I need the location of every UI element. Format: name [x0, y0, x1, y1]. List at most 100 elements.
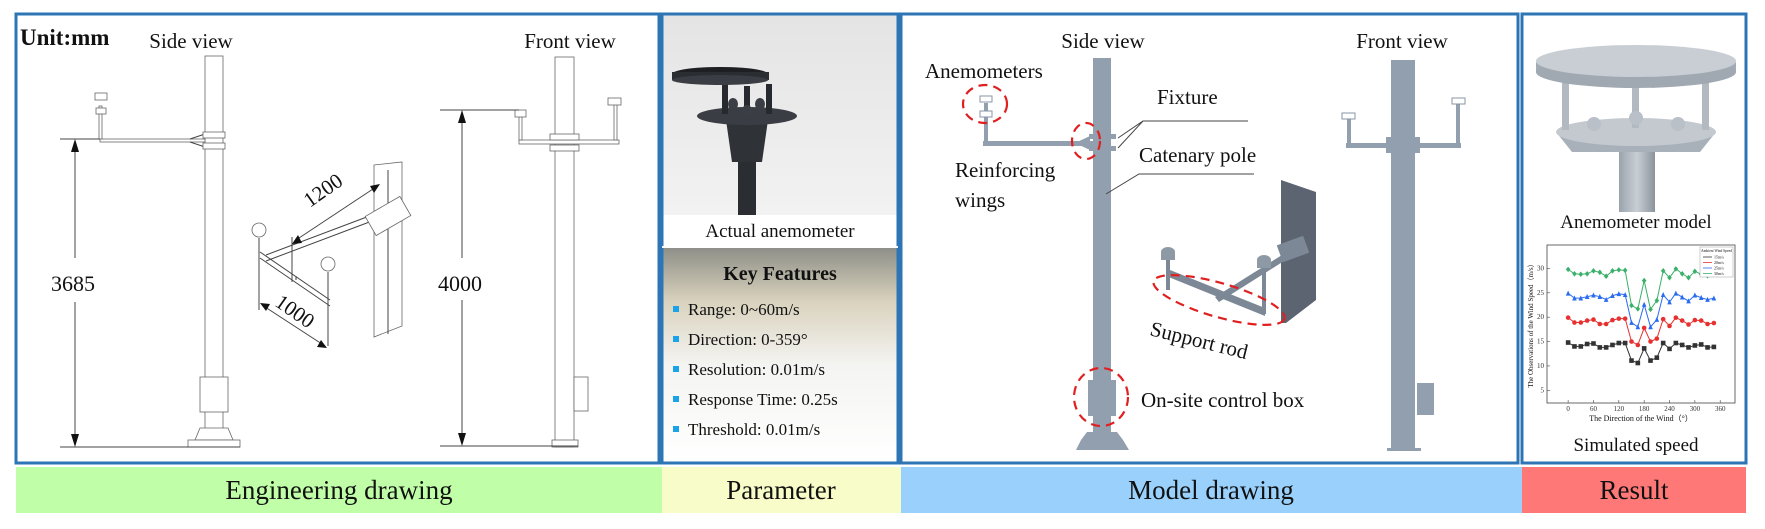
data-point — [1673, 266, 1679, 272]
label-engineering-drawing: Engineering drawing — [225, 475, 452, 505]
y-tick-label: 15 — [1537, 338, 1545, 346]
front-view-title: Front view — [524, 29, 616, 53]
data-point — [1698, 294, 1704, 300]
data-point — [1578, 344, 1584, 349]
data-point — [1597, 269, 1603, 276]
control-box-highlight — [1072, 366, 1130, 428]
data-point — [1692, 292, 1698, 298]
data-point — [1616, 340, 1622, 346]
model-side-pole — [979, 58, 1129, 450]
data-point — [1692, 317, 1698, 323]
feature-item: Threshold: 0.01m/s — [688, 420, 820, 439]
model-control-box — [1088, 380, 1116, 416]
data-point — [1597, 293, 1603, 299]
data-point — [1667, 346, 1672, 352]
data-point — [1591, 317, 1596, 322]
features-title: Key Features — [723, 263, 837, 285]
data-point — [1603, 321, 1609, 327]
data-point — [1648, 358, 1653, 363]
fixture-leader-line — [1117, 120, 1248, 149]
x-tick-label: 0 — [1566, 405, 1570, 413]
data-point — [1673, 340, 1679, 346]
data-point — [1565, 266, 1571, 273]
data-point — [1686, 322, 1691, 327]
data-point — [1584, 318, 1590, 323]
fixture-label: Fixture — [1157, 85, 1218, 109]
anemometer-icon — [94, 92, 108, 101]
data-point — [1711, 344, 1717, 350]
feature-item: Response Time: 0.25s — [688, 390, 838, 409]
series-line-20m/s — [1567, 317, 1714, 346]
data-point — [1572, 320, 1577, 325]
bullet-icon — [673, 426, 679, 432]
series-line-15m/s — [1567, 342, 1714, 364]
data-point — [1711, 320, 1717, 326]
label-result: Result — [1599, 475, 1669, 505]
side-view-title: Side view — [149, 29, 233, 53]
panel-border — [1520, 12, 1748, 465]
legend-entry: 25m/s — [1714, 266, 1724, 271]
data-point — [1648, 339, 1653, 344]
control-box-drawing — [199, 376, 229, 413]
data-point — [1597, 345, 1603, 350]
model-front-pole — [1341, 60, 1466, 451]
data-point — [1572, 295, 1577, 301]
anemometer-photo-shape — [672, 67, 797, 215]
data-point — [1667, 274, 1672, 281]
legend-entry: 15m/s — [1714, 255, 1724, 260]
data-point — [1692, 343, 1698, 348]
model-front-control-box — [1417, 383, 1434, 415]
data-point — [1686, 274, 1691, 281]
label-bg-model — [901, 467, 1522, 513]
data-point — [1692, 268, 1698, 275]
y-axis-label: The Observations of the Wind Speed（m/s） — [1527, 260, 1535, 387]
parameter-panel: Actual anemometer Key Features Range: 0~… — [660, 12, 900, 465]
data-point — [1597, 321, 1603, 327]
data-point — [1610, 317, 1615, 323]
data-point — [1603, 273, 1609, 280]
data-point — [1629, 339, 1634, 344]
engineering-drawing-panel: Unit:mm Side view Front view 3685 — [14, 12, 661, 465]
data-point — [1610, 292, 1615, 299]
data-point — [1654, 336, 1660, 341]
data-point — [1584, 293, 1590, 299]
catenary-pole-label: Catenary pole — [1139, 143, 1256, 167]
data-point — [1705, 345, 1710, 350]
data-point — [1679, 318, 1685, 323]
anemometers-label: Anemometers — [925, 59, 1043, 83]
plot-frame — [1546, 244, 1736, 404]
label-model-drawing: Model drawing — [1128, 475, 1294, 505]
data-point — [1565, 315, 1571, 320]
series-line-30m/s — [1567, 268, 1715, 311]
data-point — [1673, 315, 1679, 320]
features-background — [663, 248, 897, 462]
label-bg-engineering — [16, 467, 662, 513]
photo-caption: Actual anemometer — [705, 221, 855, 242]
model-isometric — [1161, 180, 1316, 323]
data-point — [1660, 291, 1666, 298]
front-height-dimension: 4000 — [438, 109, 578, 447]
chart-caption: Simulated speed — [1573, 435, 1699, 456]
feature-item: Resolution: 0.01m/s — [688, 360, 825, 379]
label-parameter: Parameter — [726, 475, 835, 505]
data-point — [1711, 295, 1717, 301]
data-point — [1648, 306, 1653, 313]
data-point — [1679, 342, 1685, 348]
x-tick-label: 120 — [1614, 405, 1625, 413]
catenary-pole-leader-line — [1105, 173, 1254, 195]
data-point — [1622, 267, 1628, 274]
data-point — [1591, 341, 1596, 346]
x-tick-label: 360 — [1715, 405, 1726, 413]
data-point — [1654, 316, 1660, 322]
panel-border — [660, 12, 900, 465]
data-point — [1660, 340, 1666, 346]
legend-title: Ambient Wind Speed — [1701, 249, 1732, 253]
data-point — [1654, 355, 1660, 360]
reinforcing-wings-label-line1: Reinforcing — [955, 158, 1056, 182]
model-side-view-title: Side view — [1061, 29, 1145, 53]
anemometer-model-render — [1536, 45, 1736, 212]
data-point — [1654, 297, 1660, 304]
x-tick-label: 240 — [1664, 405, 1675, 413]
